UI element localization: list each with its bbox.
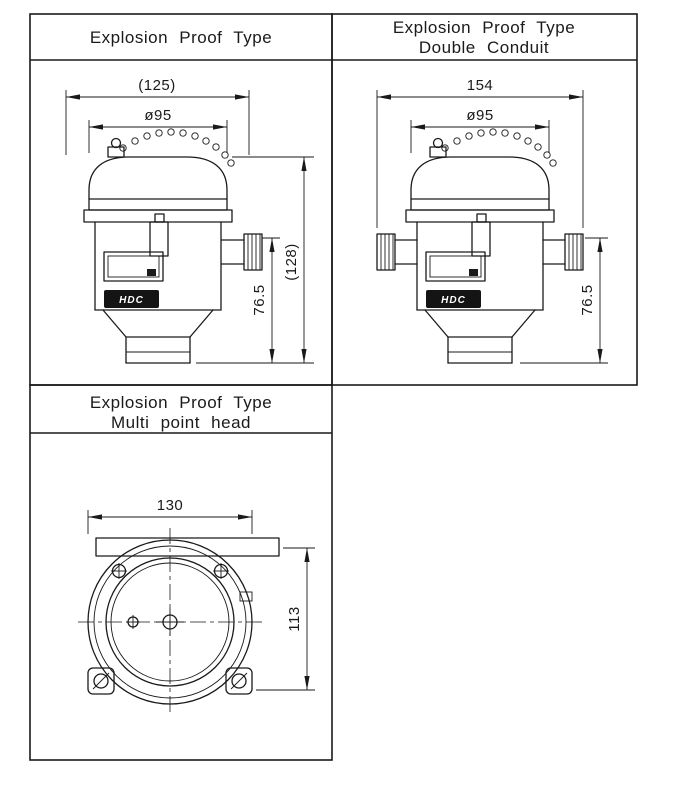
cap-knob <box>429 146 447 158</box>
display-window <box>103 251 164 282</box>
dim-body-height-single: 76.5 <box>196 237 314 364</box>
dim-overall-width-double: 154 <box>376 77 584 228</box>
brand-plate <box>426 290 481 308</box>
housing-body: HDC <box>94 213 222 311</box>
center-bracket <box>149 221 169 257</box>
dim-height-multi: 113 <box>256 547 315 691</box>
lug-left <box>87 667 115 695</box>
display-window <box>425 251 486 282</box>
panel-multi-title-line1: Explosion Proof Type <box>90 393 272 412</box>
dim-width-multi: 130 <box>87 497 253 534</box>
display-indicator <box>147 269 156 276</box>
lug-hole-left <box>93 673 109 689</box>
dome-cap <box>83 137 233 223</box>
brand-mark: HDC <box>441 295 466 306</box>
display-window-inner <box>429 255 482 278</box>
double-conduit-drawing: 154 ø95 <box>376 77 608 364</box>
panel-double-title-line2: Double Conduit <box>419 38 549 57</box>
conduit-plug <box>243 233 263 271</box>
dim-diameter-single: ø95 <box>88 107 228 153</box>
bracket-screw <box>154 213 165 223</box>
panel-multi-border <box>29 384 333 761</box>
conduit-right <box>542 233 584 271</box>
housing-body-double: HDC <box>416 213 544 311</box>
bracket-screw <box>476 213 487 223</box>
multi-point-head-drawing: 130 <box>78 497 315 716</box>
cap-knob <box>107 146 125 158</box>
cap-knob-ring <box>110 137 122 149</box>
lower-stem-double <box>424 309 536 364</box>
head-circles <box>87 539 253 705</box>
dim-label-diameter-double: ø95 <box>466 107 493 124</box>
lug-hole-right <box>231 673 247 689</box>
panel-frames <box>29 13 638 761</box>
dim-label-body-height-double: 76.5 <box>579 284 596 315</box>
rim-bolts <box>111 563 253 602</box>
mounting-bar <box>95 537 280 557</box>
panel-double-title-line1: Explosion Proof Type <box>393 18 575 37</box>
display-indicator <box>469 269 478 276</box>
dim-label-width-multi: 130 <box>157 497 184 514</box>
dim-diameter-double: ø95 <box>410 107 550 153</box>
brand-mark: HDC <box>119 295 144 306</box>
cap-knob-ring <box>432 137 444 149</box>
dim-overall-width-single: (125) <box>65 77 250 155</box>
lug-right <box>225 667 253 695</box>
mounting-lugs <box>87 667 253 695</box>
dim-label-overall-width-single: (125) <box>138 77 176 94</box>
single-conduit-drawing: (125) ø95 <box>65 77 314 364</box>
dim-label-overall-height-single: (128) <box>283 243 300 281</box>
dim-label-body-height-single: 76.5 <box>251 284 268 315</box>
lower-stem <box>102 309 214 364</box>
conduit-left <box>376 233 418 271</box>
conduit-plug <box>376 233 396 271</box>
conduit-right <box>220 233 263 271</box>
display-window-inner <box>107 255 160 278</box>
panel-multi-title-line2: Multi point head <box>111 413 251 432</box>
dim-overall-height-single: (128) <box>232 156 314 363</box>
cap-chain <box>119 128 235 167</box>
dim-label-diameter-single: ø95 <box>144 107 171 124</box>
dim-label-height-multi: 113 <box>286 606 303 631</box>
cap-flange <box>405 209 555 223</box>
rim-clamp <box>239 591 253 602</box>
dome-cap-double <box>405 137 555 223</box>
brand-plate <box>104 290 159 308</box>
conduit-plug <box>564 233 584 271</box>
cap-chain-double <box>441 128 557 167</box>
panel-single-title: Explosion Proof Type <box>90 28 272 47</box>
center-bracket <box>471 221 491 257</box>
cap-flange <box>83 209 233 223</box>
dim-body-height-double: 76.5 <box>520 237 608 364</box>
dim-label-overall-width-double: 154 <box>467 77 494 94</box>
panel-double-border <box>331 13 638 386</box>
